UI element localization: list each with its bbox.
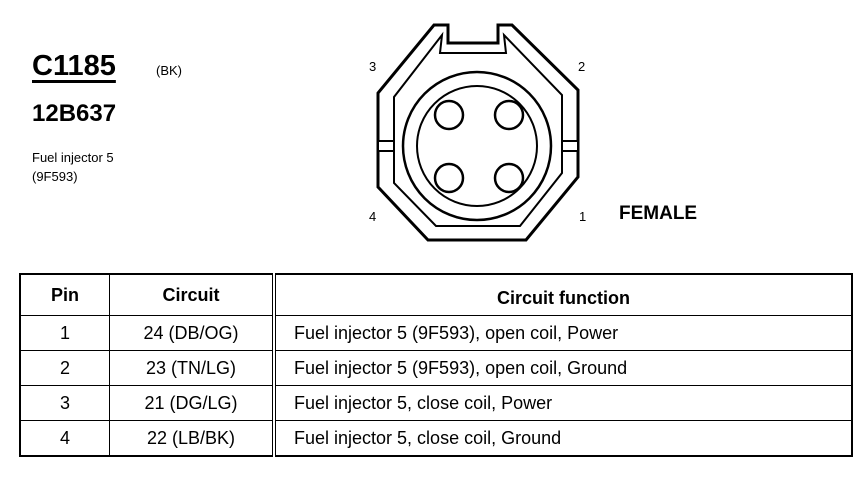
connector-inner-housing <box>393 31 563 227</box>
pin-cavity-1 <box>493 162 525 194</box>
connector-face-outer-ring <box>401 70 553 222</box>
part-number: 12B637 <box>32 100 117 127</box>
circuit-cell: 24 (DB/OG) <box>109 315 276 351</box>
circuit-cell: 21 (DG/LG) <box>109 385 276 421</box>
connector-face-inner-ring <box>416 85 538 207</box>
pin-cell: 4 <box>19 420 110 457</box>
table-row: 1 24 (DB/OG) Fuel injector 5 (9F593), op… <box>19 315 853 351</box>
header-pin: Pin <box>19 273 110 316</box>
function-cell: Fuel injector 5 (9F593), open coil, Grou… <box>273 350 853 386</box>
pin-cell: 2 <box>19 350 110 386</box>
connector-outer-housing <box>376 23 580 242</box>
pin-label-4: 4 <box>369 209 377 224</box>
table-row: 4 22 (LB/BK) Fuel injector 5, close coil… <box>19 420 853 457</box>
pinout-table: Pin Circuit Circuit function 1 24 (DB/OG… <box>19 273 853 457</box>
connector-description: Fuel injector 5 (9F593) <box>32 148 114 186</box>
pinout-header-row: Pin Circuit Circuit function <box>19 273 853 316</box>
connector-left-tab <box>377 140 395 152</box>
header-circuit-function: Circuit function <box>273 273 853 316</box>
pin-label-3: 3 <box>369 59 377 74</box>
connector-color: (BK) <box>156 63 182 78</box>
connector-face-diagram <box>376 23 580 242</box>
table-row: 2 23 (TN/LG) Fuel injector 5 (9F593), op… <box>19 350 853 386</box>
pin-cell: 1 <box>19 315 110 351</box>
pin-cavity-2 <box>493 99 525 131</box>
pin-cavity-3 <box>433 99 465 131</box>
function-cell: Fuel injector 5, close coil, Power <box>273 385 853 421</box>
header-circuit: Circuit <box>109 273 276 316</box>
pin-label-2: 2 <box>578 59 586 74</box>
table-row: 3 21 (DG/LG) Fuel injector 5, close coil… <box>19 385 853 421</box>
description-line-2: (9F593) <box>32 169 78 184</box>
connector-id: C1185 <box>32 50 116 82</box>
pin-cavity-4 <box>433 162 465 194</box>
function-cell: Fuel injector 5 (9F593), open coil, Powe… <box>273 315 853 351</box>
pin-cell: 3 <box>19 385 110 421</box>
function-cell: Fuel injector 5, close coil, Ground <box>273 420 853 457</box>
circuit-cell: 23 (TN/LG) <box>109 350 276 386</box>
description-line-1: Fuel injector 5 <box>32 150 114 165</box>
pin-label-1: 1 <box>579 209 587 224</box>
circuit-cell: 22 (LB/BK) <box>109 420 276 457</box>
connector-right-tab <box>561 140 579 152</box>
connector-gender: FEMALE <box>619 203 698 224</box>
